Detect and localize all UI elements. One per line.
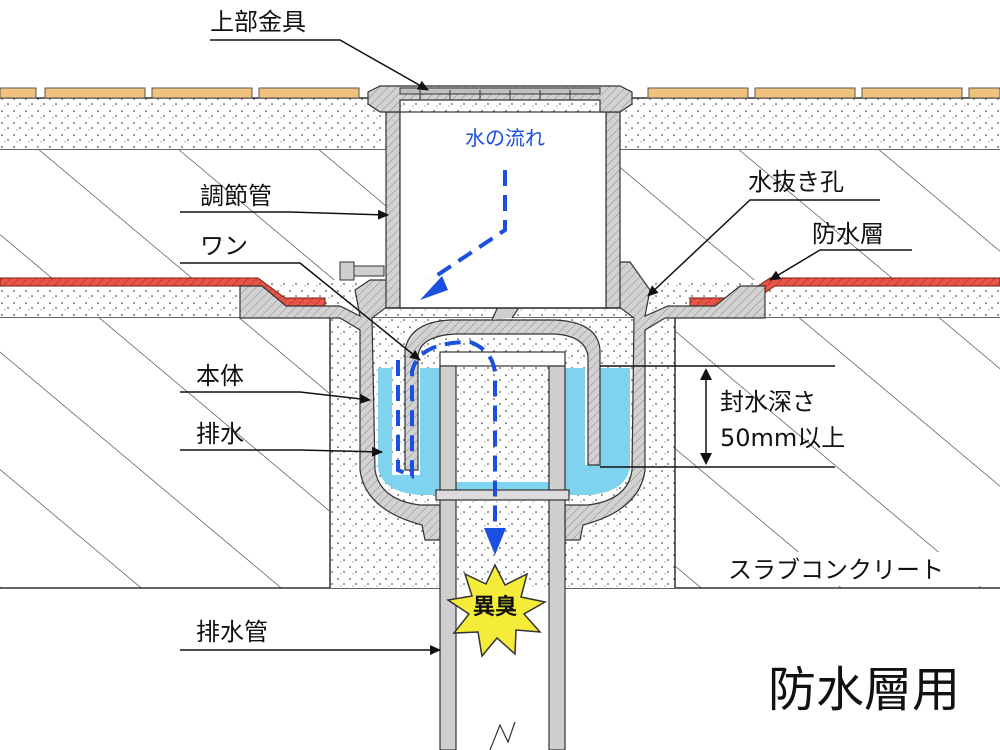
callout-top-fitting: 上部金具 [210,8,429,91]
odor-label: 異臭 [473,594,517,620]
callout-trap-cup: ワン [180,232,421,361]
seal-depth-label-2: 50mm以上 [720,424,845,452]
diagram-title: 防水層用 [768,662,960,718]
drain-pipe [435,365,570,750]
seal-depth-label-1: 封水深さ [720,388,816,416]
floor-tiles [0,87,1000,99]
adjust-pipe-label: 調節管 [200,182,272,210]
flow-arrowhead-top [420,276,448,300]
odor-burst-icon [446,563,548,658]
water-flow-arrows [396,170,507,535]
callout-drain-pipe: 排水管 [180,618,441,655]
flow-arrowhead-bottom [484,528,506,555]
callout-weep-hole: 水抜き孔 [647,168,880,297]
slab-label: スラブコンクリート [728,556,944,584]
callout-waterproof: 防水層 [769,220,912,281]
weep-hole-label: 水抜き孔 [748,168,844,196]
waterproof-label: 防水層 [812,220,884,248]
trap-cup-label: ワン [200,232,248,260]
drain-label: 排水 [196,420,244,448]
seal-water [378,368,630,495]
drain-body [239,261,766,541]
callout-adjust-pipe: 調節管 [180,182,389,220]
seal-depth-dimension: 封水深さ 50mm以上 [600,365,845,468]
callout-body: 本体 [180,362,371,404]
top-fitting-label: 上部金具 [210,8,306,36]
trap-cup [404,293,601,471]
water-flow-label: 水の流れ [465,126,545,150]
drain-pipe-label: 排水管 [196,618,268,646]
top-fitting [367,85,633,113]
body-label: 本体 [196,362,244,390]
callout-drain: 排水 [180,420,383,457]
